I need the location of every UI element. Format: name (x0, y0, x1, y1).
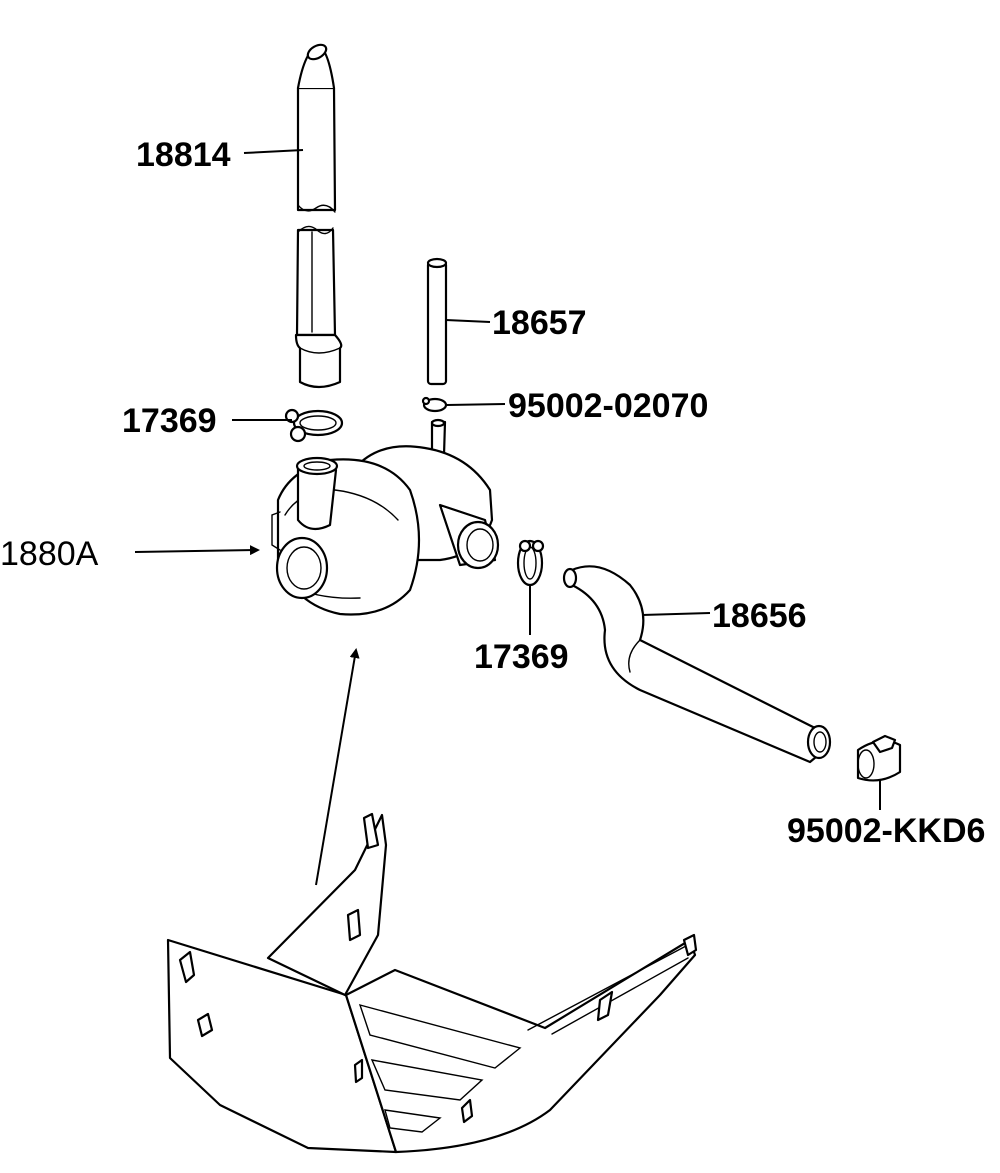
clip-95002-02070 (421, 396, 448, 413)
assembly-arrow (315, 648, 360, 886)
label-18814: 18814 (136, 136, 231, 174)
frame-plate (166, 812, 698, 1154)
label-18657: 18657 (492, 304, 587, 342)
label-1880A: 1880A (0, 535, 99, 573)
clamp-95002-KKD6 (856, 734, 902, 782)
label-18656: 18656 (712, 597, 807, 635)
hose-18656 (562, 565, 832, 764)
leader-18656 (641, 612, 711, 616)
label-17369-left: 17369 (122, 402, 217, 440)
clip-17369-mid (516, 539, 545, 587)
leader-1880A (134, 545, 260, 556)
label-95002-02070: 95002-02070 (508, 387, 708, 425)
tube-18814 (294, 43, 343, 389)
canister-1880A (271, 418, 500, 616)
leader-18657 (445, 319, 491, 323)
label-17369-mid: 17369 (474, 638, 569, 676)
leader-18814 (243, 149, 304, 154)
clip-17369-left (284, 408, 344, 443)
tube-18657 (426, 257, 448, 386)
label-95002-KKD6: 95002-KKD6 (787, 812, 985, 850)
leader-95002-02070 (446, 403, 506, 406)
